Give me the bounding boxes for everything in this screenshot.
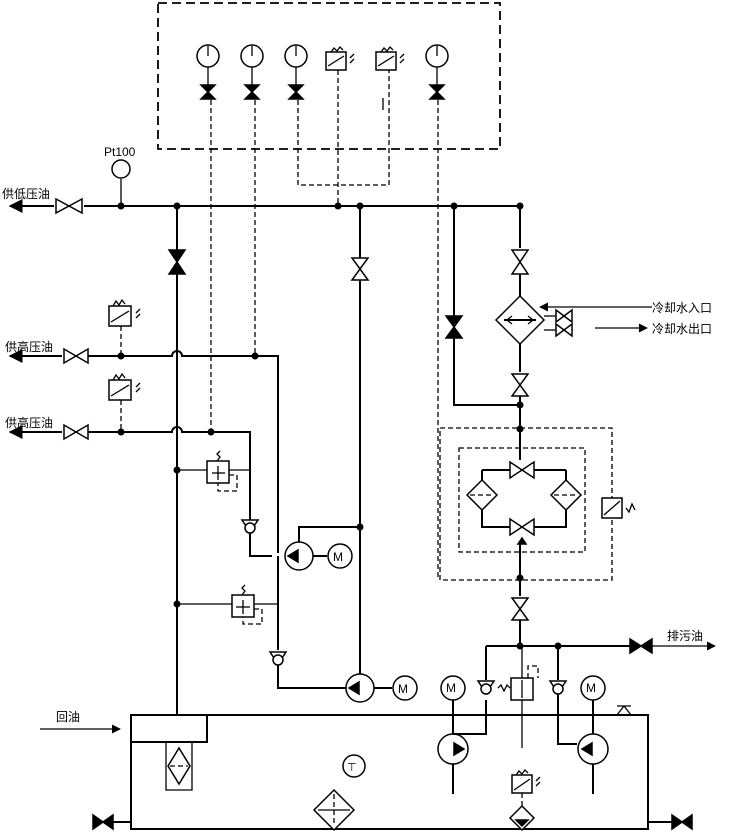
svg-text:M: M xyxy=(398,682,408,696)
pt100-label: Pt100 xyxy=(104,145,136,159)
level-switch-icon xyxy=(508,769,541,832)
pressure-gauge-icon xyxy=(196,44,220,100)
cooler-icon xyxy=(494,294,573,346)
check-valve-icon xyxy=(548,646,577,745)
drain-label: 排污油 xyxy=(667,629,703,643)
cooling-water-out-label: 冷却水出口 xyxy=(652,322,712,336)
pump-motor-icon: M xyxy=(345,673,418,703)
relief-valve-icon xyxy=(173,584,278,625)
pump-motor-icon: M xyxy=(284,541,353,571)
temperature-sensor-icon xyxy=(111,159,131,206)
svg-text:M: M xyxy=(333,550,343,564)
pressure-switch-icon xyxy=(325,46,355,71)
pressure-gauge-icon xyxy=(240,44,264,100)
pressure-switch-icon xyxy=(108,298,141,356)
low-pressure-valve-icon xyxy=(55,197,83,215)
svg-text:M: M xyxy=(446,681,456,695)
pressure-switch-icon xyxy=(375,46,405,71)
high-pressure-valve-icon xyxy=(63,347,89,365)
breather-icon xyxy=(616,705,632,716)
high-pressure-supply-label-1: 供高压油 xyxy=(5,339,53,354)
heater-icon xyxy=(342,754,366,778)
pressure-gauge-icon xyxy=(284,44,308,100)
relief-valve-icon xyxy=(497,646,539,748)
drain-valve-icon xyxy=(629,637,653,655)
tank-drain-valve-icon xyxy=(671,813,693,831)
check-valve-icon xyxy=(268,556,346,689)
high-pressure-valve-icon xyxy=(63,423,89,441)
duplex-filter-icon xyxy=(439,427,613,581)
heat-exchanger-icon xyxy=(312,788,356,832)
cooling-water-in-label: 冷却水入口 xyxy=(652,301,712,315)
tank-drain-valve-icon xyxy=(92,813,114,831)
pressure-switch-icon xyxy=(108,372,141,432)
gate-valve-icon xyxy=(510,373,530,397)
pressure-gauge-icon xyxy=(425,44,449,100)
check-valve-icon xyxy=(167,249,187,275)
low-pressure-supply-label: 供低压油 xyxy=(2,187,50,201)
instrument-panel xyxy=(157,2,501,150)
svg-text:M: M xyxy=(586,681,596,695)
relief-valve-icon xyxy=(173,450,250,492)
high-pressure-supply-label-2: 供高压油 xyxy=(5,415,53,430)
return-oil-label: 回油 xyxy=(56,710,80,724)
pump-motor-icon: M xyxy=(437,675,487,794)
pump-motor-icon: M xyxy=(577,675,609,794)
oil-tank: ⊤ xyxy=(130,705,649,832)
gate-valve-icon xyxy=(510,597,530,621)
gate-valve-icon xyxy=(350,257,370,281)
check-valve-icon xyxy=(476,646,496,695)
differential-pressure-switch-icon xyxy=(601,497,636,519)
check-valve-icon xyxy=(240,519,272,557)
svg-text:⊤: ⊤ xyxy=(347,761,357,774)
gate-valve-icon xyxy=(510,249,530,275)
bypass-valve-icon xyxy=(444,315,464,339)
